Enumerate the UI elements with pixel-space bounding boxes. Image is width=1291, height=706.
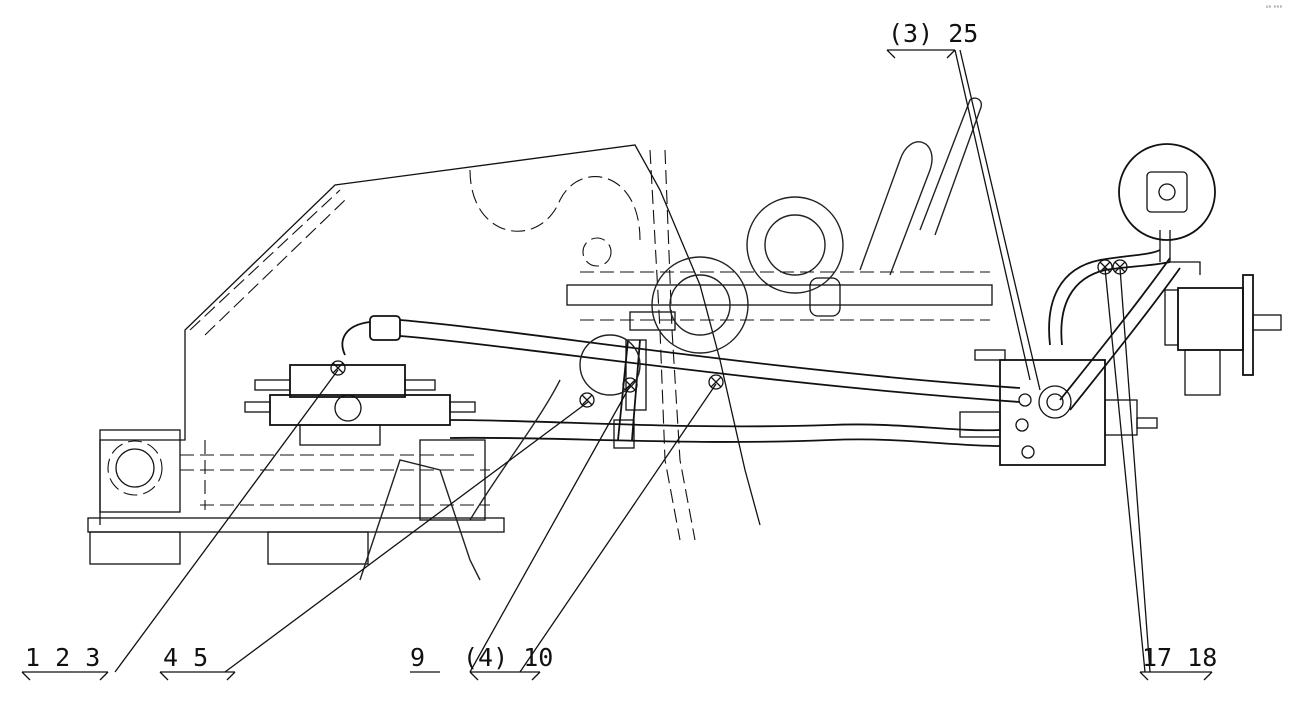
autosoft-watermark xyxy=(359,97,982,581)
control-valve-block xyxy=(244,315,476,446)
steering-unit xyxy=(959,349,1158,466)
label-1-2-3: 1 2 3 xyxy=(25,643,100,672)
chassis-frame xyxy=(87,144,761,565)
label-9: 9 xyxy=(410,643,425,672)
label-4-10: (4) 10 xyxy=(463,643,553,672)
label-4-5: 4 5 xyxy=(163,643,208,672)
leader-lines xyxy=(21,49,1213,681)
pump-motor xyxy=(1118,143,1282,396)
label-17-18: 17 18 xyxy=(1142,643,1217,672)
cross-beam xyxy=(566,271,993,331)
hydraulic-hoses xyxy=(399,230,1201,447)
label-3-25: (3) 25 xyxy=(888,19,978,48)
callout-labels: 1 2 3 4 5 9 (4) 10 (3) 25 17 18 ⁰° °°° xyxy=(25,5,1282,672)
corner-mark: ⁰° °°° xyxy=(1266,5,1282,12)
